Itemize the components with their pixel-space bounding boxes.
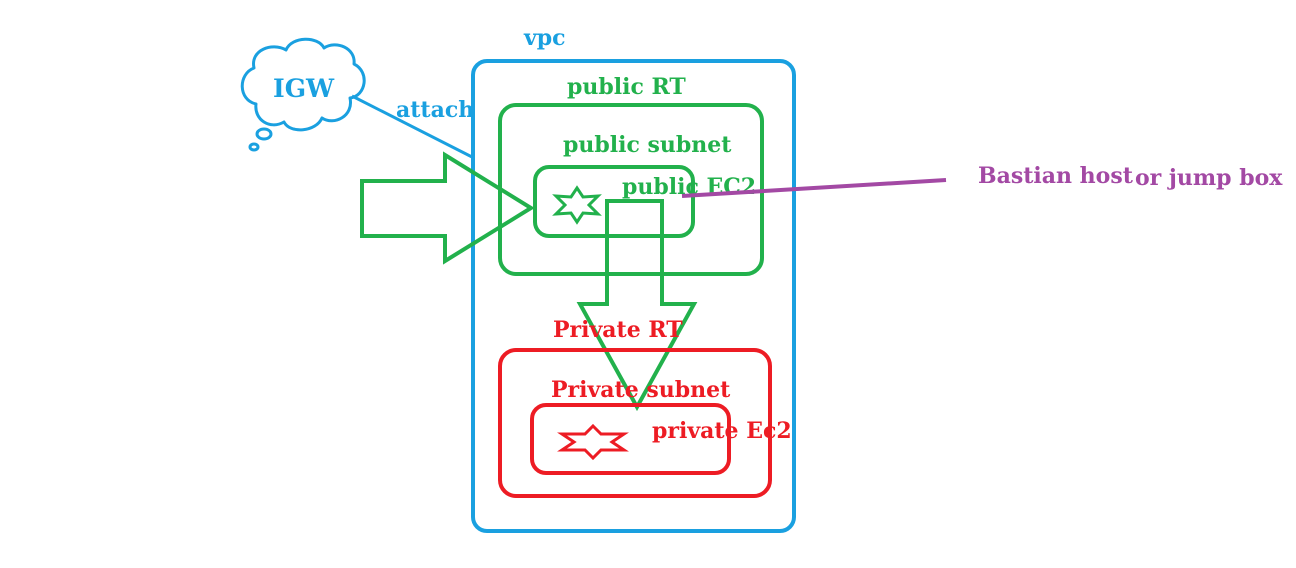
igw-cloud-icon <box>240 37 366 152</box>
vpc-label: vpc <box>523 25 566 51</box>
attach-label: attach <box>396 97 474 123</box>
vpc-box <box>471 59 796 533</box>
private-subnet-box <box>498 348 772 498</box>
private-ec2-box <box>530 403 731 475</box>
private-ec2-label: private Ec2 <box>652 418 792 444</box>
traffic-in-arrow-icon <box>360 151 535 265</box>
attach-connector <box>351 94 475 160</box>
private-ec2-star-icon <box>557 423 629 461</box>
public-ec2-star-icon <box>552 185 602 225</box>
private-subnet-label: Private subnet <box>551 377 731 403</box>
private-rt-label: Private RT <box>553 317 683 343</box>
traffic-down-arrow-icon <box>576 199 698 412</box>
jump-box-label: or jump box <box>1135 165 1283 191</box>
bastion-connector <box>681 178 947 198</box>
public-rt-label: public RT <box>567 74 686 100</box>
bastion-host-label: Bastian host <box>978 163 1134 189</box>
public-ec2-box <box>533 165 695 238</box>
igw-label: IGW <box>273 74 335 103</box>
public-subnet-label: public subnet <box>563 132 732 158</box>
